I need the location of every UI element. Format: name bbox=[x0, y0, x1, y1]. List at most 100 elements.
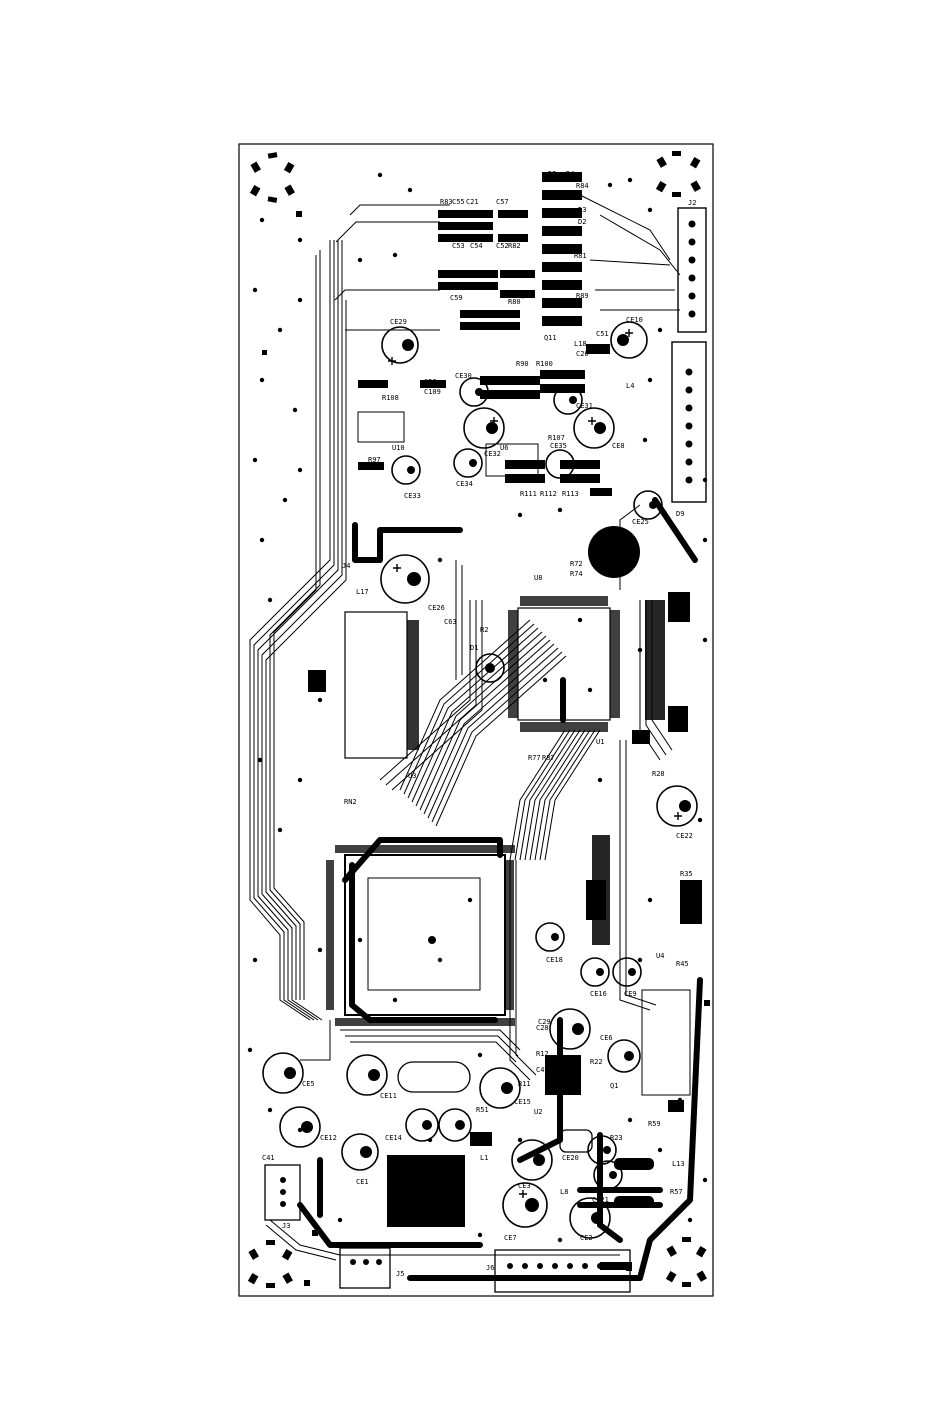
ic-right-bottom-outline bbox=[641, 989, 691, 1096]
label-c51: C51 bbox=[596, 330, 609, 338]
label-r72: R72 bbox=[570, 560, 583, 568]
label-r112: R112 bbox=[540, 490, 557, 498]
label-r45: R45 bbox=[676, 960, 689, 968]
label-d7: D7 bbox=[548, 262, 556, 270]
label-d4: D4 bbox=[566, 170, 574, 178]
label-r97: R97 bbox=[368, 456, 381, 464]
crystal-oscillators bbox=[397, 1061, 593, 1153]
label-u6: U6 bbox=[500, 444, 508, 452]
label-ce2: CE2 bbox=[580, 1234, 593, 1242]
cap-polarity-marks bbox=[388, 329, 682, 1198]
label-ce35: CE35 bbox=[550, 442, 567, 450]
board-outline bbox=[238, 143, 714, 1297]
label-ce10: CE10 bbox=[626, 316, 643, 324]
label-r80: R80 bbox=[508, 298, 521, 306]
smd-pads-top bbox=[358, 172, 612, 496]
label-r22: R22 bbox=[590, 1058, 603, 1066]
label-ce33: CE33 bbox=[404, 492, 421, 500]
label-c26: C26 bbox=[576, 350, 589, 358]
label-u8: U8 bbox=[534, 574, 542, 582]
label-c55: C55 bbox=[452, 198, 465, 206]
label-ce22: CE22 bbox=[676, 832, 693, 840]
label-l18: L18 bbox=[574, 340, 587, 348]
label-j4: J4 bbox=[342, 562, 350, 570]
right-side-parts bbox=[308, 592, 702, 1270]
label-r77: R77 bbox=[528, 754, 541, 762]
electrolytic-caps bbox=[262, 321, 698, 1239]
label-ce21: CE21 bbox=[592, 1196, 609, 1204]
label-ce9: CE9 bbox=[624, 990, 637, 998]
label-ce31: CE31 bbox=[576, 402, 593, 410]
label-c49: C49 bbox=[536, 1066, 549, 1074]
label-l17: L17 bbox=[356, 588, 369, 596]
label-u10: U10 bbox=[392, 444, 405, 452]
label-l13: L13 bbox=[672, 1160, 685, 1168]
label-ce6: CE6 bbox=[600, 1034, 613, 1042]
ic-u10-outline bbox=[357, 411, 405, 443]
label-j5: J5 bbox=[396, 1270, 404, 1278]
label-q1: Q1 bbox=[610, 1082, 618, 1090]
label-j2: J2 bbox=[688, 199, 696, 207]
label-c109: C109 bbox=[424, 388, 441, 396]
label-r108: R108 bbox=[382, 394, 399, 402]
label-r83: R83 bbox=[440, 198, 453, 206]
main-soc-inner bbox=[367, 877, 481, 991]
connector-j2-pins bbox=[685, 220, 696, 484]
label-u4: U4 bbox=[656, 952, 664, 960]
label-u2: U2 bbox=[534, 1108, 542, 1116]
label-j6: J6 bbox=[486, 1264, 494, 1272]
label-ce18: CE18 bbox=[546, 956, 563, 964]
label-c29: C29 bbox=[538, 1018, 551, 1026]
electrolytic-cap-pads bbox=[284, 334, 691, 1224]
label-c58: C58 bbox=[424, 378, 437, 386]
label-l1: L1 bbox=[480, 1154, 488, 1162]
label-d5: D5 bbox=[548, 170, 556, 178]
label-r107: R107 bbox=[548, 434, 565, 442]
label-r82: R82 bbox=[508, 242, 521, 250]
label-r84: R84 bbox=[576, 182, 589, 190]
label-q11: Q11 bbox=[544, 334, 557, 342]
board-static bbox=[238, 143, 714, 1297]
label-r51: R51 bbox=[476, 1106, 489, 1114]
label-r2: R2 bbox=[480, 626, 488, 634]
label-d2: D2 bbox=[578, 218, 586, 226]
label-r113: R113 bbox=[562, 490, 579, 498]
label-r23: R23 bbox=[610, 1134, 623, 1142]
label-q10: Q10 bbox=[520, 292, 533, 300]
label-ce32: CE32 bbox=[484, 450, 501, 458]
reference-designators: CE29 CE30 CE31 CE32 CE33 CE34 CE35 CE8 C… bbox=[262, 170, 696, 1278]
label-c21: C21 bbox=[466, 198, 479, 206]
label-d3: D3 bbox=[578, 206, 586, 214]
label-ce16: CE16 bbox=[590, 990, 607, 998]
label-c28: C28 bbox=[536, 1024, 549, 1032]
label-ce30: CE30 bbox=[455, 372, 472, 380]
mount-hole-bottom-left bbox=[247, 1240, 293, 1288]
label-ce34: CE34 bbox=[456, 480, 473, 488]
label-u3: U3 bbox=[408, 772, 416, 780]
label-d9: D9 bbox=[676, 510, 684, 518]
label-r12: R12 bbox=[536, 1050, 549, 1058]
label-ce25: CE25 bbox=[632, 518, 649, 526]
label-r74: R74 bbox=[570, 570, 583, 578]
label-l8: L8 bbox=[560, 1188, 568, 1196]
vias bbox=[247, 172, 708, 1243]
label-r100: R100 bbox=[536, 360, 553, 368]
label-c41: C41 bbox=[262, 1154, 275, 1162]
buzzer-pad bbox=[588, 526, 640, 578]
label-u1: U1 bbox=[596, 738, 604, 746]
label-r28: R28 bbox=[652, 770, 665, 778]
label-ce5: CE5 bbox=[302, 1080, 315, 1088]
mount-hole-top-left bbox=[249, 152, 295, 203]
label-r11: R11 bbox=[518, 1080, 531, 1088]
label-ce8: CE8 bbox=[612, 442, 625, 450]
label-r89: R89 bbox=[576, 292, 589, 300]
main-soc-outline bbox=[344, 854, 506, 1016]
label-ce26: CE26 bbox=[428, 604, 445, 612]
label-c52: C52 bbox=[496, 242, 509, 250]
label-rn2: RN2 bbox=[344, 798, 357, 806]
mount-hole-bottom-right bbox=[665, 1237, 707, 1287]
label-ce1: CE1 bbox=[356, 1178, 369, 1186]
connector-j2 bbox=[671, 207, 707, 503]
soc-fiducial bbox=[428, 936, 436, 944]
